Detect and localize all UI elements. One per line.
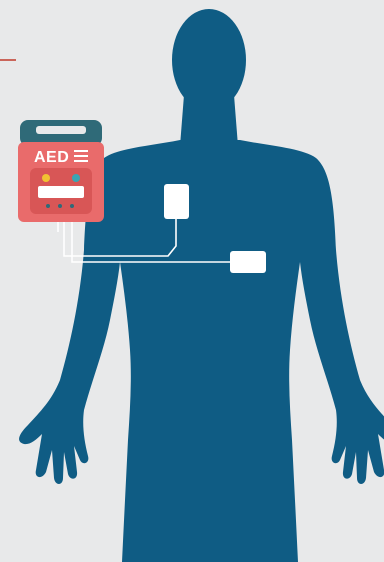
aed-power-button — [42, 174, 50, 182]
aed-indicator-dot — [58, 204, 62, 208]
aed-label: AED — [34, 149, 69, 166]
neck — [180, 95, 238, 146]
aed-label-line — [74, 160, 88, 162]
aed-device-icon: AED — [18, 120, 104, 222]
aed-screen — [38, 186, 84, 198]
human-silhouette-icon — [19, 9, 384, 562]
aed-indicator-dot — [70, 204, 74, 208]
aed-indicator-dot — [46, 204, 50, 208]
aed-label-line — [74, 155, 88, 157]
upper-electrode-pad — [164, 184, 189, 219]
lower-electrode-pad — [230, 251, 266, 273]
aed-shock-button — [72, 174, 80, 182]
aed-label-line — [74, 150, 88, 152]
aed-handle-grip — [36, 126, 86, 134]
